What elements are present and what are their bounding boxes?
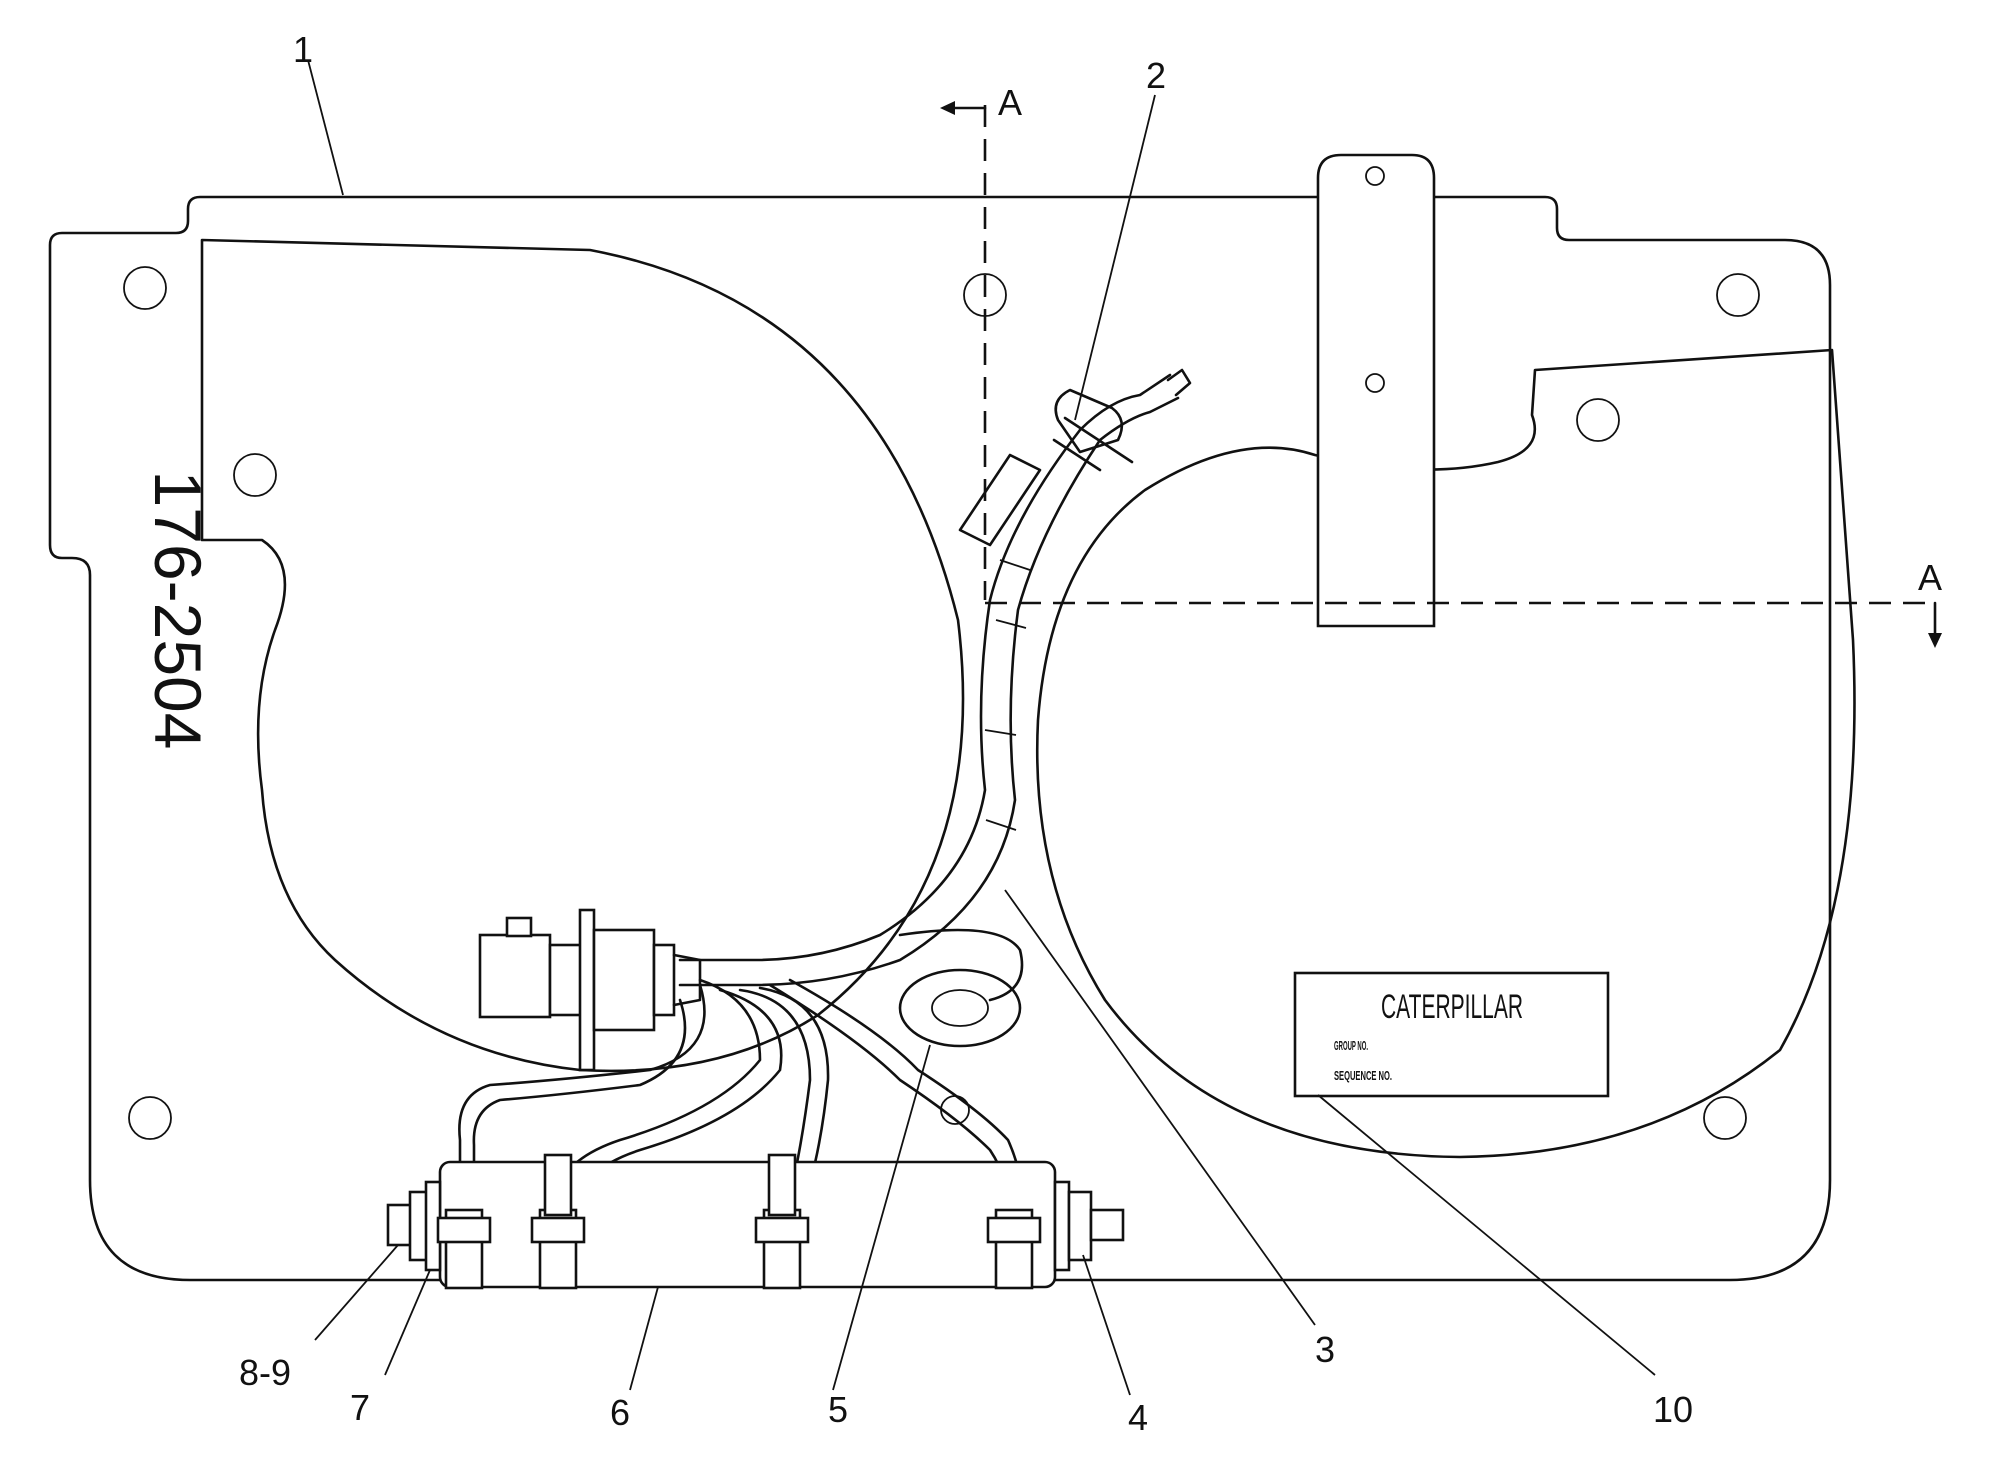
harness-bands [984,559,1031,831]
callout-8-9: 8-9 [239,1352,291,1393]
bracket-hole-mid [1365,373,1385,393]
harness-clip-strap [1052,416,1134,472]
grommet-center [931,989,989,1027]
clip-tail [958,453,1042,547]
left-shroud-outline [200,238,965,1073]
callout-1: 1 [293,29,313,70]
bus-bar-nut-right [1067,1190,1093,1262]
harness-top-wire [1166,368,1192,397]
grommet-tube [898,928,1024,1002]
section-marker-right: A [1918,557,1942,598]
section-arrowhead-right [1928,633,1942,648]
leader-lines [307,59,1656,1396]
terminal-clamp [530,1153,586,1290]
harness-trunk [678,428,1082,962]
bus-bar-washer-right [1053,1180,1071,1272]
harness-top-branch [1078,373,1172,432]
section-arrowhead-top [940,101,955,115]
mounting-hole [128,1096,172,1140]
callout-6: 6 [610,1392,630,1433]
callout-3: 3 [1315,1329,1335,1370]
terminal-clamp [986,1208,1042,1290]
nameplate-sequence-label: SEQUENCE NO. [1334,1068,1392,1083]
mounting-hole [233,453,277,497]
callout-4: 4 [1128,1397,1148,1438]
callout-10: 10 [1653,1389,1693,1430]
mounting-hole [1576,398,1620,442]
grommet [898,968,1022,1048]
callout-2: 2 [1146,55,1166,96]
bus-bar-assembly [386,1153,1125,1290]
part-number-stamp: 176-2504 [141,471,215,750]
bracket-hole-top [1365,166,1385,186]
section-marker-top: A [998,82,1022,123]
nameplate: CATERPILLAR GROUP NO. SEQUENCE NO. [1293,971,1610,1098]
nameplate-group-label: GROUP NO. [1334,1038,1368,1053]
nameplate-brand: CATERPILLAR [1381,988,1523,1026]
terminal-clamp [436,1208,492,1290]
bus-bar-stud-right [1089,1208,1125,1242]
mounting-hole [1716,273,1760,317]
terminal-clamp [754,1153,810,1290]
callout-5: 5 [828,1389,848,1430]
callout-7: 7 [350,1387,370,1428]
mounting-holes [123,266,1760,1140]
mounting-hole [1703,1096,1747,1140]
mounting-plate-outline [48,195,1832,1282]
harness-clip [1054,388,1124,454]
harness-trunk-edge [678,438,1102,987]
mounting-hole [123,266,167,310]
nameplate-border [1293,971,1610,1098]
bracket [1316,153,1436,628]
harness-top-branch-edge [1098,396,1180,442]
harness-connector [478,908,702,1072]
callouts: 1 2 3 4 5 6 7 8-9 10 [239,29,1693,1438]
